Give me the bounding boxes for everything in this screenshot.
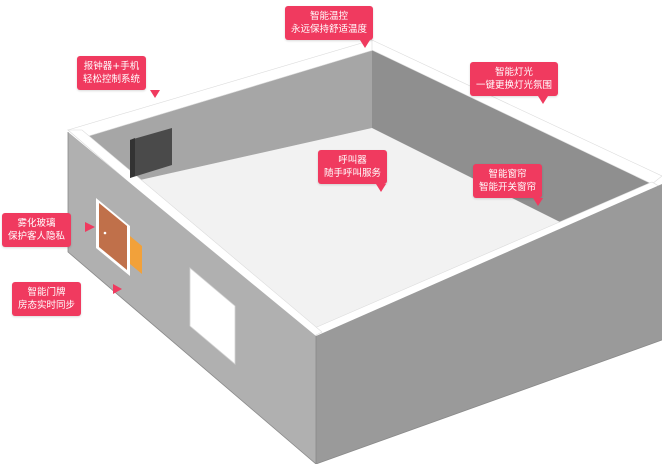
callout-curtain-title: 智能窗帘	[488, 169, 527, 180]
callout-thermostat-tail	[360, 40, 370, 48]
room-outline	[67, 132, 662, 464]
callout-glass-title: 雾化玻璃	[17, 218, 56, 229]
room-floor	[140, 128, 560, 332]
callout-curtain-desc: 智能开关窗帘	[479, 182, 537, 193]
callout-glass-tail	[85, 222, 95, 232]
callout-thermostat: 智能温控 永远保持舒适温度	[285, 6, 374, 40]
callout-doorplate-desc: 房态实时同步	[18, 300, 76, 311]
callout-caller: 呼叫器 随手呼叫服务	[318, 150, 388, 184]
door-handle	[103, 231, 107, 235]
callout-doorplate-tail	[113, 284, 122, 294]
callout-alarm-desc: 轻松控制系统	[83, 74, 141, 85]
control-panel-front	[130, 128, 172, 178]
callout-curtain: 智能窗帘 智能开关窗帘	[473, 164, 543, 198]
callout-glass-desc: 保护客人隐私	[8, 231, 66, 242]
callout-caller-desc: 随手呼叫服务	[324, 168, 382, 179]
callout-lighting-tail	[538, 96, 548, 104]
callout-curtain-tail	[533, 198, 543, 206]
callout-glass: 雾化玻璃 保护客人隐私	[2, 213, 72, 247]
callout-alarm-title: 报钟器+手机	[83, 61, 140, 72]
outer-wall-side	[316, 184, 662, 464]
callout-alarm: 报钟器+手机 轻松控制系统	[77, 56, 147, 90]
door-plate	[130, 236, 142, 274]
callout-alarm-tail	[150, 90, 160, 98]
door	[99, 203, 127, 270]
inner-wall-back-right	[372, 48, 652, 222]
window	[189, 267, 236, 365]
callout-thermostat-title: 智能温控	[310, 11, 349, 22]
callout-doorplate: 智能门牌 房态实时同步	[12, 282, 82, 316]
callout-caller-title: 呼叫器	[338, 155, 367, 166]
callout-thermostat-desc: 永远保持舒适温度	[291, 24, 368, 35]
callout-lighting: 智能灯光 一键更换灯光氛围	[470, 62, 559, 96]
callout-lighting-title: 智能灯光	[495, 67, 534, 78]
callout-doorplate-title: 智能门牌	[27, 287, 66, 298]
callout-lighting-desc: 一键更换灯光氛围	[476, 80, 553, 91]
control-panel-side	[130, 138, 135, 178]
callout-caller-tail	[376, 184, 386, 192]
